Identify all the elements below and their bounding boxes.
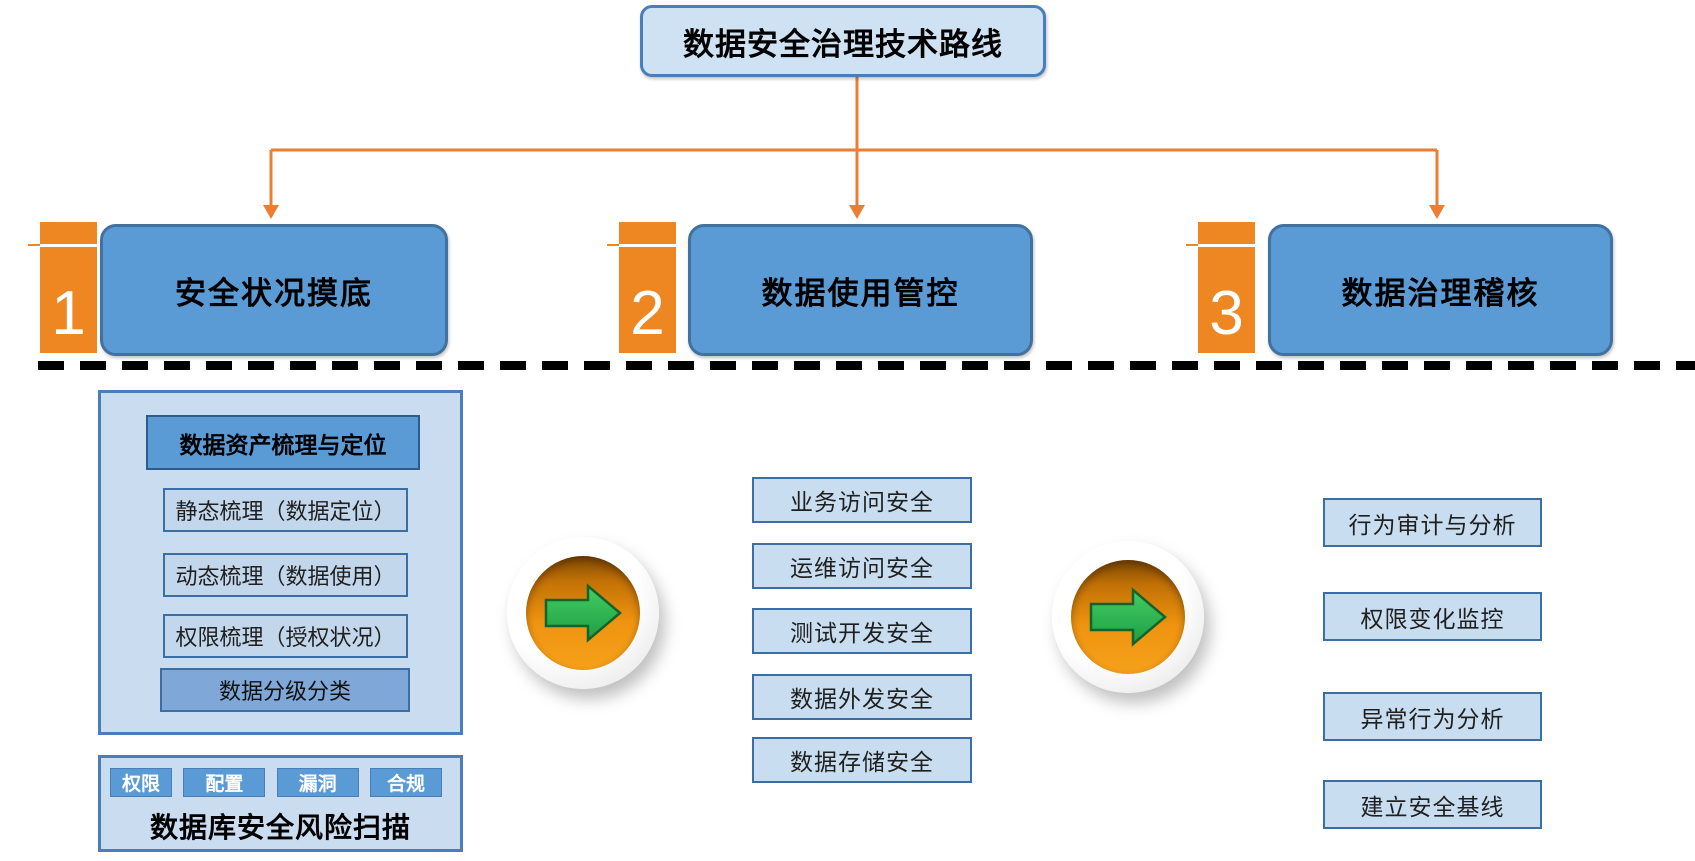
next-step-arrow-icon [507,537,659,689]
db-risk-scan-panel: 权限 配置 漏洞 合规 数据库安全风险扫描 [98,755,463,852]
stage1-title-box: 安全状况摸底 [100,224,448,356]
arrowhead-stage2 [849,205,865,219]
usage-control-item: 运维访问安全 [752,543,972,589]
stage1-number: 1 [51,279,86,348]
diagram-title: 数据安全治理技术路线 [640,5,1046,77]
panel1-item-static: 静态梳理（数据定位） [163,488,408,532]
arrowhead-stage1 [263,205,279,219]
audit-item: 行为审计与分析 [1323,498,1542,547]
panel2-title: 数据库安全风险扫描 [149,812,411,843]
chip-configuration: 配置 [183,768,266,797]
next-step-arrow-icon [1052,541,1204,693]
panel1-item-classification: 数据分级分类 [160,668,410,712]
chip-permission: 权限 [110,768,172,797]
stage2-title-box: 数据使用管控 [688,224,1033,356]
stage2-number-badge: 2 [607,222,676,353]
usage-control-item: 数据存储安全 [752,737,972,783]
audit-item: 建立安全基线 [1323,780,1542,829]
asset-sorting-panel: 数据资产梳理与定位 静态梳理（数据定位） 动态梳理（数据使用） 权限梳理（授权状… [98,390,463,735]
stage3-number: 3 [1209,279,1244,348]
panel1-header: 数据资产梳理与定位 [146,415,420,470]
audit-item: 权限变化监控 [1323,592,1542,641]
stage3-number-badge: 3 [1186,222,1255,353]
stage1-number-badge: 1 [28,222,97,353]
green-right-arrow-icon [544,583,622,643]
badge-stripe [40,244,97,247]
panel1-item-permission: 权限梳理（授权状况） [163,614,408,658]
chip-compliance: 合规 [369,768,442,797]
badge-stripe [1198,244,1255,247]
arrow-inner-circle [526,556,640,670]
arrow-inner-circle [1071,560,1185,674]
arrowhead-stage3 [1429,205,1445,219]
dashed-divider [38,361,1695,370]
badge-tick [1186,244,1198,246]
chip-vulnerability: 漏洞 [276,768,359,797]
panel1-item-dynamic: 动态梳理（数据使用） [163,553,408,597]
badge-stripe [619,244,676,247]
usage-control-item: 数据外发安全 [752,674,972,720]
risk-scan-chip-row: 权限 配置 漏洞 合规 [110,768,442,797]
stage3-title-box: 数据治理稽核 [1268,224,1613,356]
usage-control-item: 测试开发安全 [752,608,972,654]
badge-tick [28,244,40,246]
badge-tick [607,244,619,246]
audit-item: 异常行为分析 [1323,692,1542,741]
green-right-arrow-icon [1089,587,1167,647]
usage-control-item: 业务访问安全 [752,477,972,523]
stage2-number: 2 [630,279,665,348]
